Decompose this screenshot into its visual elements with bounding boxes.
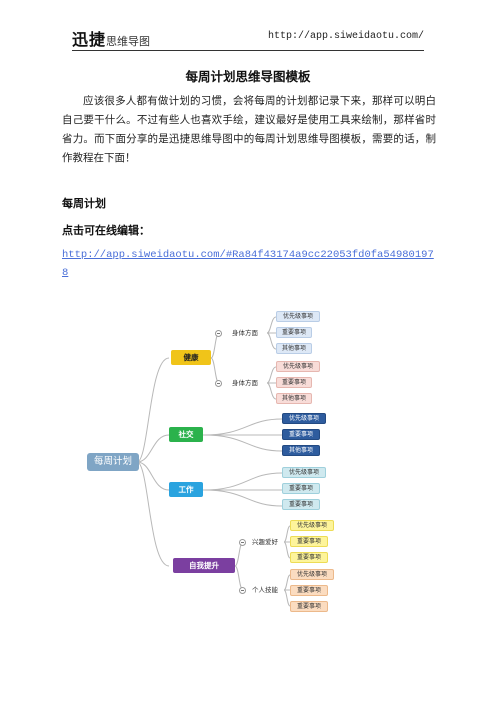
leaf-item: 优先级事项 — [276, 361, 320, 372]
leaf-item: 优先级事项 — [276, 311, 320, 322]
collapse-toggle-icon — [215, 330, 222, 337]
leaf-item: 重要事项 — [290, 552, 328, 563]
page-header: 迅捷思维导图 http://app.siweidaotu.com/ — [72, 26, 424, 51]
leaf-item: 重要事项 — [282, 499, 320, 510]
leaf-item: 重要事项 — [290, 536, 328, 547]
brand-main: 迅捷 — [72, 30, 107, 49]
leaf-item: 优先级事项 — [282, 413, 326, 424]
leaf-item: 优先级事项 — [290, 569, 334, 580]
subbranch-hobbies: 兴趣爱好 — [252, 538, 278, 546]
collapse-toggle-icon — [239, 587, 246, 594]
branch-social: 社交 — [169, 427, 203, 442]
section-heading-online-edit: 点击可在线编辑： — [62, 224, 150, 237]
leaf-item: 重要事项 — [290, 585, 328, 596]
brand-sub: 思维导图 — [106, 35, 151, 48]
document-title: 每周计划思维导图模板 — [185, 69, 311, 84]
leaf-item: 优先级事项 — [290, 520, 334, 531]
branch-work: 工作 — [169, 482, 203, 497]
mindmap-figure: 每周计划 健康 身体方面 身体方面 优先级事项 重要事项 其他事项 优先级事项 … — [77, 297, 347, 612]
leaf-item: 优先级事项 — [282, 467, 326, 478]
subbranch-skills: 个人技能 — [252, 586, 278, 594]
subbranch-body-2: 身体方面 — [232, 379, 258, 387]
mindmap-root-node: 每周计划 — [87, 453, 139, 471]
leaf-item: 重要事项 — [282, 483, 320, 494]
leaf-item: 其他事项 — [276, 393, 312, 404]
leaf-item: 重要事项 — [276, 327, 312, 338]
collapse-toggle-icon — [215, 380, 222, 387]
mindmap-connectors — [136, 316, 291, 607]
online-edit-link[interactable]: http://app.siweidaotu.com/#Ra84f43174a9c… — [62, 249, 434, 279]
leaf-item: 其他事项 — [282, 445, 320, 456]
intro-paragraph: 应该很多人都有做计划的习惯，会将每周的计划都记录下来，那样可以明白自己要干什么。… — [62, 95, 436, 164]
subbranch-body-1: 身体方面 — [232, 329, 258, 337]
section-heading-weekly-plan: 每周计划 — [62, 197, 106, 210]
leaf-item: 重要事项 — [276, 377, 312, 388]
branch-health: 健康 — [171, 350, 211, 365]
header-url[interactable]: http://app.siweidaotu.com/ — [267, 31, 424, 42]
brand-logo: 迅捷思维导图 — [72, 26, 150, 50]
collapse-toggle-icon — [239, 539, 246, 546]
leaf-item: 其他事项 — [276, 343, 312, 354]
leaf-item: 重要事项 — [282, 429, 320, 440]
branch-self-improvement: 自我提升 — [173, 558, 235, 573]
leaf-item: 重要事项 — [290, 601, 328, 612]
